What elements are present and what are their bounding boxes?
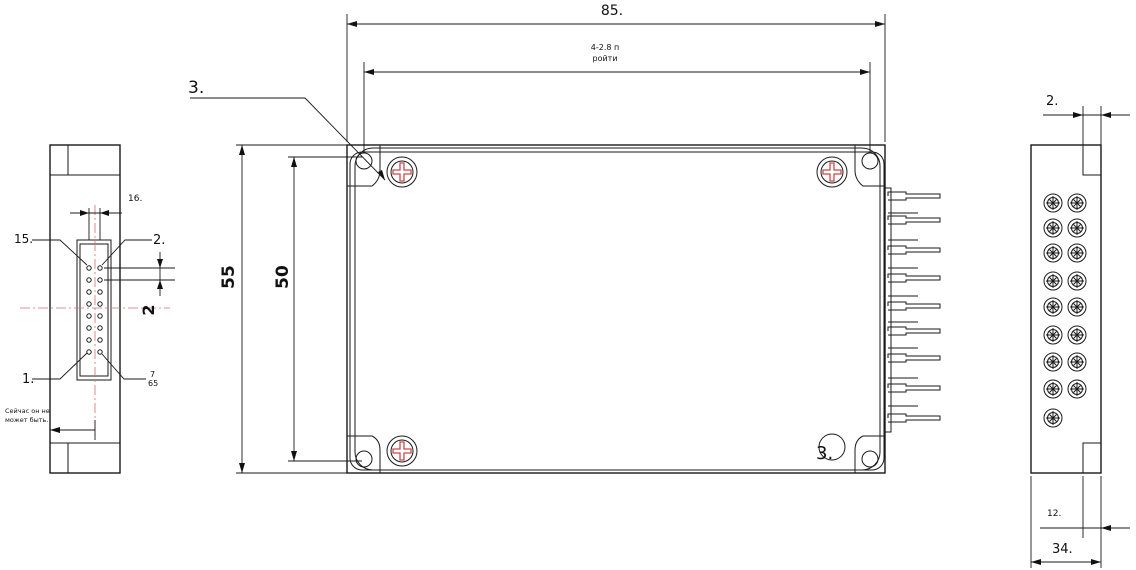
screw-top-right: [816, 156, 848, 188]
right-bottom-outer-label: 34.: [1052, 542, 1073, 557]
module-body-outline: [346, 144, 886, 474]
dimension-height-outer: 55: [219, 144, 347, 474]
screw-bottom-right-outline: [818, 433, 846, 461]
right-side-view: 2. 12. 34.: [1030, 94, 1130, 568]
left-note-line-2: может быть.: [5, 416, 48, 424]
dimension-hole-spacing-label-2: ройти: [592, 54, 617, 63]
right-body-outline: [1030, 144, 1102, 474]
module-lid-outline: [349, 151, 885, 471]
left-pin-top-left-label: 15.: [14, 232, 33, 246]
screw-bottom-left: [386, 435, 418, 467]
dimension-height-outer-label: 55: [219, 265, 239, 289]
dimension-total-width-label: 85.: [601, 3, 623, 19]
right-top-label: 2.: [1046, 94, 1058, 109]
dimension-height-inner: 50: [273, 156, 362, 462]
dimension-hole-spacing-label-1: 4-2.8 п: [591, 43, 619, 52]
left-pitch-side-label: 2: [139, 304, 158, 315]
mount-hole-top-right: [861, 152, 879, 170]
left-pin-top-right-label: 2.: [153, 233, 165, 248]
left-pin-bottom-right-label-2: 65: [148, 379, 158, 388]
right-bottom-inner-label: 12.: [1047, 509, 1061, 519]
main-view: 85. 4-2.8 п ройти 3. 3. 55: [188, 3, 941, 474]
pin-grid: [86, 265, 103, 355]
right-pin-holes: [1043, 193, 1087, 428]
mount-hole-bottom-left: [355, 450, 373, 468]
left-side-view: 16. 15. 2. 1. 7 65 2 Сейчас он не может …: [5, 144, 175, 474]
left-pitch-top-label: 16.: [128, 194, 142, 204]
left-pin-bottom-right-label-1: 7: [150, 370, 155, 379]
leader-corner-radius: 3.: [188, 78, 386, 181]
screw-top-left: [386, 156, 418, 188]
mount-hole-top-left: [355, 152, 373, 170]
left-body-outline: [49, 144, 121, 474]
side-connectors: [884, 187, 941, 433]
left-pin-bottom-left-label: 1.: [22, 372, 34, 387]
mount-hole-bottom-right: [861, 450, 879, 468]
pin-header: [76, 239, 112, 381]
dimension-total-width: 85.: [346, 3, 886, 142]
corner-radius-bottom-label: 3.: [816, 443, 833, 464]
left-note-line-1: Сейчас он не: [5, 407, 50, 415]
dimension-height-inner-label: 50: [273, 265, 293, 289]
corner-radius-label: 3.: [188, 78, 204, 98]
dimension-hole-spacing: 4-2.8 п ройти: [363, 43, 871, 152]
